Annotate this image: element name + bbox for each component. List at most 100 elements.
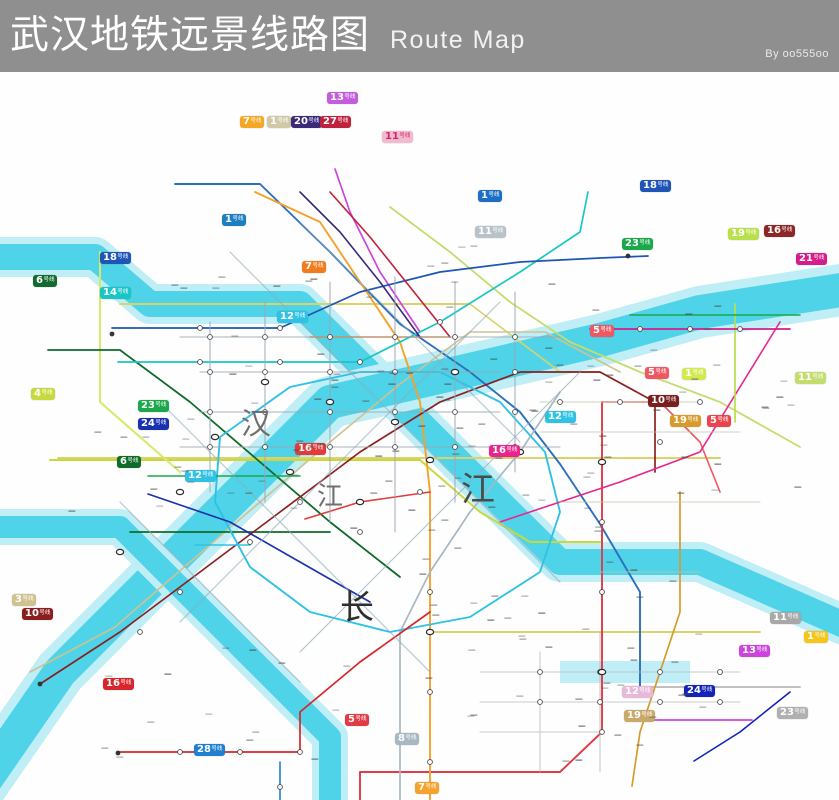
line-badge-number: 4 [34,388,41,399]
line-badge-suffix: 号线 [756,647,768,653]
page-title-chinese: 武汉地铁远景线路图 [10,13,371,58]
line-badge-number: 18 [103,252,117,263]
line-badge-suffix: 号线 [639,688,651,694]
line-badge-number: 12 [625,686,639,697]
line-badge-suffix: 号线 [117,289,129,295]
line-badge-number: 20 [294,116,308,127]
line-badge-number: 7 [243,116,250,127]
line-badge-suffix: 号线 [813,255,825,261]
line-badge-number: 11 [773,612,787,623]
line-badge-suffix: 号线 [745,230,757,236]
line-badge-suffix: 号线 [344,94,356,100]
line-badge-number: 1 [807,631,814,642]
metro-lines-layer [29,168,801,800]
line-badge-suffix: 号线 [232,216,244,222]
line-badge-suffix: 号线 [687,417,699,423]
line-badge-suffix: 号线 [787,614,799,620]
line-badge-number: 5 [710,415,717,426]
line-badge-number: 13 [742,645,756,656]
line-badge-number: 8 [398,733,405,744]
line-badge-suffix: 号线 [692,370,704,376]
line-badge-suffix: 号线 [211,746,223,752]
line-badge-number: 1 [481,190,488,201]
line-badge-suffix: 号线 [277,118,289,124]
line-badge-number: 5 [648,367,655,378]
line-badge-suffix: 号线 [117,254,129,260]
line-badge-number: 1 [685,368,692,379]
line-badge-suffix: 号线 [425,784,437,790]
line-badge-suffix: 号线 [814,633,826,639]
line-badge-suffix: 号线 [812,374,824,380]
line-badge-number: 28 [197,744,211,755]
line-badge-number: 23 [780,707,794,718]
line-badge-number: 7 [418,782,425,793]
line-badge-number: 23 [141,400,155,411]
line-badge-number: 5 [593,325,600,336]
line-badge-suffix: 号线 [250,118,262,124]
line-badge-number: 1 [225,214,232,225]
line-badge-number: 16 [106,678,120,689]
line-badge-suffix: 号线 [717,417,729,423]
line-badge-number: 6 [36,275,43,286]
line-badge-suffix: 号线 [665,397,677,403]
line-badge-suffix: 号线 [294,313,306,319]
line-badge-number: 12 [548,411,562,422]
river-layer [0,237,839,800]
line-badge-suffix: 号线 [641,712,653,718]
metro-network-svg [0,168,839,800]
line-badge-number: 6 [120,456,127,467]
line-badge-suffix: 号线 [492,228,504,234]
line-badge-number: 1 [270,116,277,127]
